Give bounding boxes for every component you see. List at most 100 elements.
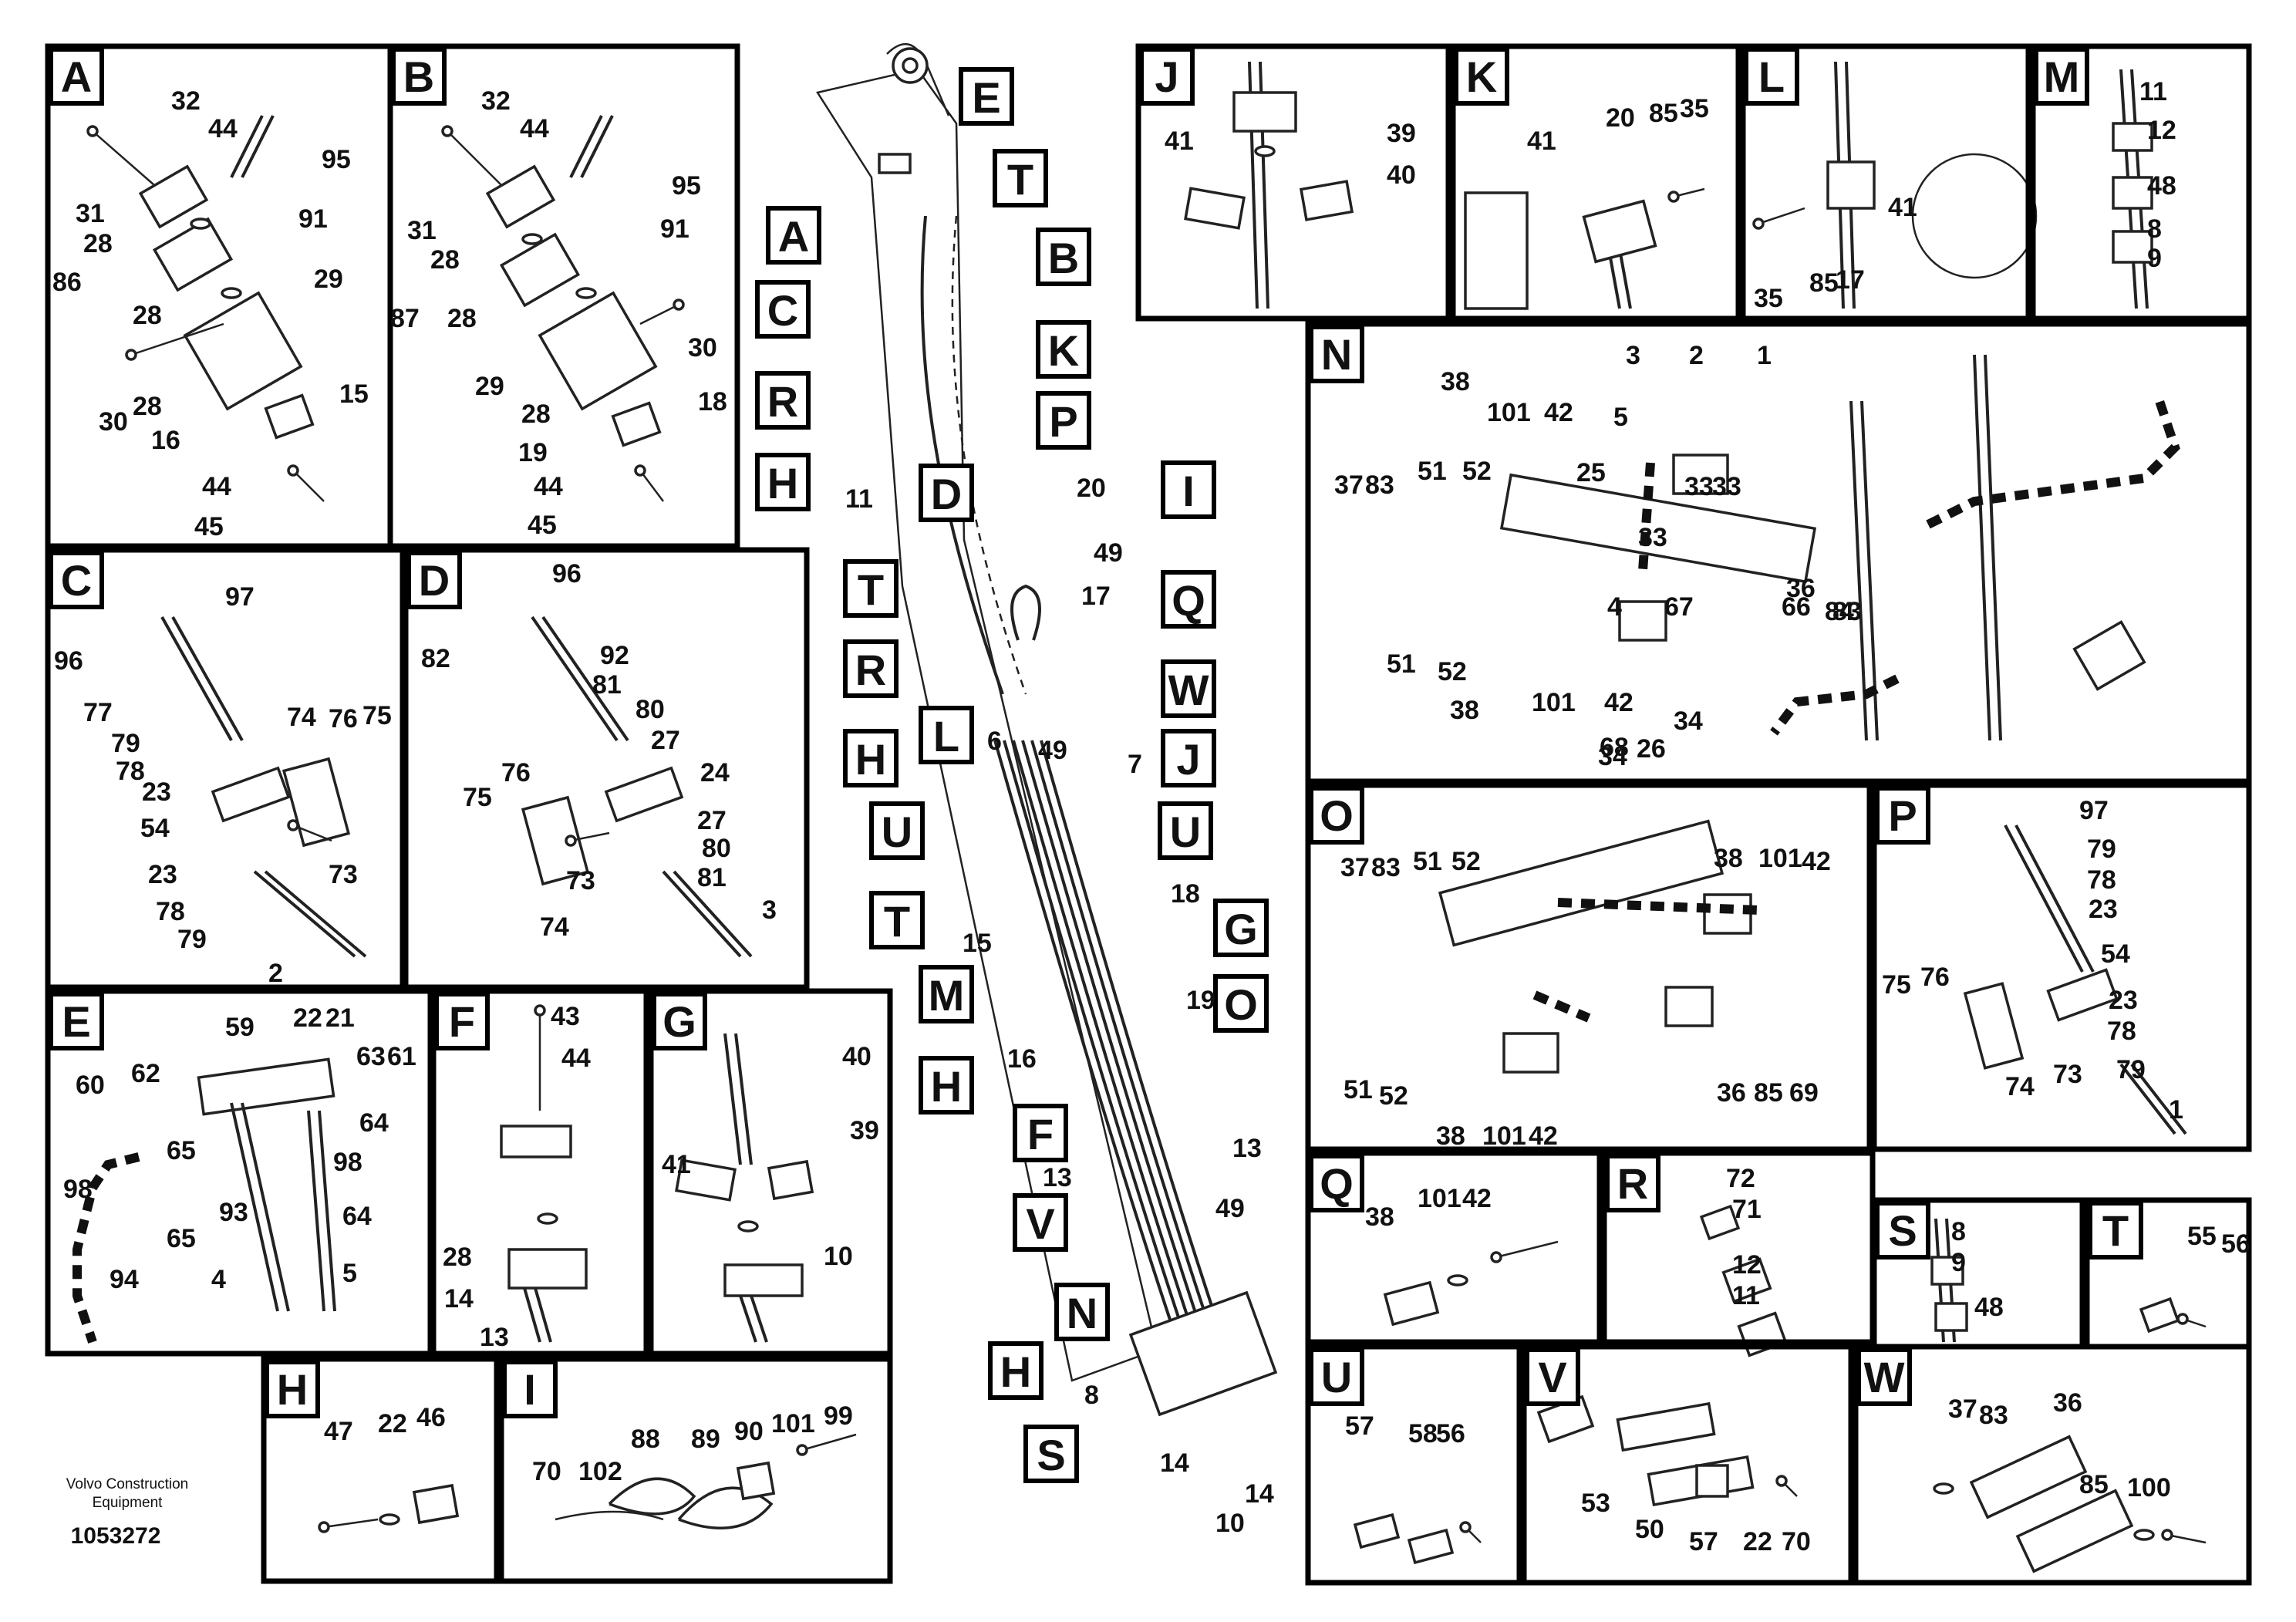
part-number-label: 91: [660, 214, 689, 244]
main-part-number-label: 11: [845, 484, 873, 514]
panel-u-letter-box: [1309, 1347, 1364, 1406]
part-number-label: 8: [1951, 1217, 1966, 1246]
part-number-label: 41: [1527, 126, 1556, 156]
callout-tag-letter: O: [1224, 980, 1258, 1029]
part-number-label: 57: [1345, 1411, 1374, 1441]
part-number-label: 28: [521, 400, 551, 429]
callout-tag: [869, 891, 925, 949]
part-number-label: 36: [1717, 1078, 1746, 1108]
part-number-label: 22: [1743, 1527, 1772, 1556]
panel-l-letter-box: [1744, 47, 1799, 106]
part-number-label: 46: [416, 1403, 446, 1432]
callout-tag-letter: S: [1037, 1431, 1065, 1479]
part-number-label: 38: [1450, 696, 1479, 725]
callout-tag-letter: Q: [1172, 576, 1205, 625]
part-number-label: 66: [1782, 592, 1811, 622]
panel-f-letter-box: [434, 992, 490, 1050]
callout-tag-letter: H: [855, 735, 886, 784]
part-number-label: 76: [1920, 963, 1950, 992]
panel-e-letter-box: [49, 992, 104, 1050]
callout-tag: [766, 206, 821, 265]
caption-block: Volvo Construction Equipment 1053272: [66, 1476, 188, 1549]
main-part-number-label: 14: [1245, 1479, 1274, 1509]
part-number-label: 99: [824, 1401, 853, 1431]
part-number-label: 98: [333, 1148, 362, 1177]
part-number-label: 9: [1951, 1248, 1966, 1277]
part-number-label: 75: [1882, 970, 1911, 1000]
main-part-number-label: 13: [1043, 1163, 1072, 1192]
panel-q: [1305, 1150, 1603, 1345]
part-number-label: 77: [83, 698, 113, 727]
part-number-label: 51: [1344, 1075, 1373, 1104]
callout-tag-letter: N: [1067, 1289, 1097, 1337]
part-number-label: 45: [194, 512, 224, 541]
main-part-number-label: 16: [1007, 1044, 1037, 1074]
part-number-label: 84: [1825, 597, 1854, 626]
part-number-label: 28: [133, 392, 162, 421]
callout-tag-letter: L: [933, 712, 959, 760]
part-number-label: 31: [407, 216, 437, 245]
callout-tag-letter: I: [1182, 467, 1195, 515]
part-number-label: 44: [202, 472, 231, 501]
part-number-label: 56: [1436, 1419, 1465, 1448]
part-number-label: 41: [1165, 126, 1194, 156]
part-number-label: 44: [561, 1044, 591, 1073]
part-number-label: 78: [2107, 1017, 2136, 1046]
part-number-label: 70: [1782, 1527, 1811, 1556]
callout-tag-letter: D: [931, 470, 962, 518]
panel-d: [403, 547, 810, 990]
part-number-label: 78: [116, 757, 145, 786]
part-number-label: 42: [1529, 1121, 1558, 1151]
part-number-label: 68: [1600, 733, 1629, 762]
panel-v-letter: V: [1538, 1353, 1566, 1401]
panel-t-letter: T: [2102, 1206, 2129, 1255]
main-part-number-label: 7: [1128, 750, 1142, 779]
part-number-label: 75: [362, 701, 392, 730]
panel-b: [387, 43, 740, 549]
part-number-label: 16: [151, 426, 180, 455]
part-number-label: 57: [1689, 1527, 1718, 1556]
part-number-label: 31: [76, 199, 105, 228]
part-number-label: 25: [1576, 458, 1606, 487]
part-number-label: 71: [1732, 1195, 1762, 1224]
part-number-label: 23: [2089, 895, 2118, 924]
panel-g: [648, 988, 893, 1357]
part-number-label: 3: [762, 895, 777, 925]
callout-tag: [1213, 974, 1269, 1033]
boom-assembly-drawing: [815, 42, 1278, 1417]
callout-tag: [843, 559, 899, 618]
part-number-label: 75: [463, 783, 492, 812]
part-number-label: 3: [1626, 341, 1640, 370]
panel-g-letter-box: [652, 992, 707, 1050]
part-number-label: 83: [1365, 470, 1394, 500]
main-part-number-label: 18: [1171, 879, 1200, 909]
panel-t-letter-box: [2088, 1201, 2143, 1259]
part-number-label: 73: [2053, 1060, 2082, 1089]
part-number-label: 22: [293, 1003, 322, 1033]
panel-j-letter-box: [1139, 47, 1195, 106]
callout-tag: [1013, 1104, 1068, 1162]
callout-tag-letter: M: [929, 971, 965, 1020]
panel-h-letter: H: [277, 1365, 308, 1414]
part-number-label: 73: [329, 860, 358, 889]
part-number-label: 83: [1832, 597, 1862, 626]
callout-tag-letter: J: [1176, 735, 1200, 784]
part-number-label: 65: [167, 1224, 196, 1253]
panel-l: [1740, 43, 2031, 322]
part-number-label: 52: [1438, 657, 1467, 686]
callout-tag-letter: P: [1049, 397, 1077, 446]
callout-tag: [1161, 460, 1216, 519]
part-number-label: 32: [171, 86, 201, 116]
panel-r-letter-box: [1605, 1154, 1660, 1212]
panel-n: [1305, 321, 2252, 784]
panel-s-letter: S: [1888, 1206, 1917, 1255]
part-number-label: 61: [387, 1042, 416, 1071]
part-number-label: 82: [421, 644, 450, 673]
part-number-label: 41: [1888, 193, 1917, 222]
part-number-label: 96: [54, 646, 83, 676]
part-number-label: 41: [662, 1150, 691, 1179]
panel-b-letter-box: [391, 47, 447, 106]
part-number-label: 40: [1387, 160, 1416, 190]
callout-tag-letter: H: [1000, 1347, 1031, 1396]
panel-o-letter: O: [1320, 791, 1354, 840]
